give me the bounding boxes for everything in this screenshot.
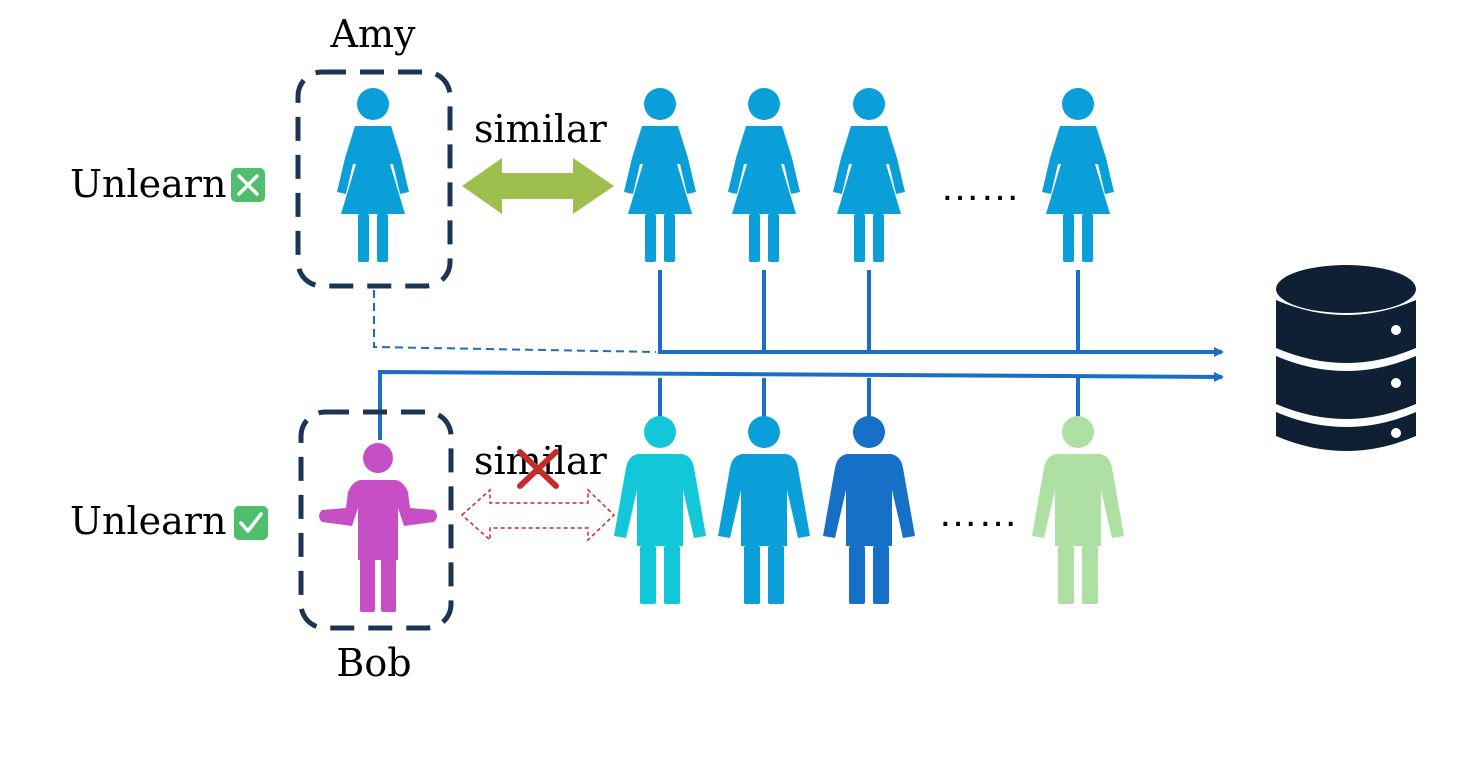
amy-figure bbox=[337, 88, 409, 262]
similar-double-arrow bbox=[462, 158, 614, 214]
person-figure-3 bbox=[823, 416, 915, 604]
bob-dashed-box bbox=[298, 409, 454, 631]
cross-mark-badge-icon bbox=[231, 168, 265, 202]
bob-figure bbox=[319, 443, 437, 612]
woman-figure-2 bbox=[728, 88, 800, 262]
bob-label: Bob bbox=[336, 641, 411, 685]
ellipsis-top: …… bbox=[940, 165, 1020, 209]
person-figure-1 bbox=[614, 416, 706, 604]
top-connectors bbox=[658, 270, 1224, 357]
person-figure-2 bbox=[718, 416, 810, 604]
ellipsis-bottom: …… bbox=[938, 491, 1018, 535]
dissimilar-double-arrow bbox=[460, 488, 616, 542]
woman-figure-4 bbox=[1042, 88, 1114, 262]
bottom-connectors bbox=[378, 369, 1224, 440]
unlearn-top-label: Unlearn bbox=[70, 162, 226, 206]
woman-figure-3 bbox=[833, 88, 905, 262]
similar-top-label: similar bbox=[474, 107, 608, 151]
amy-dashed-link bbox=[373, 290, 657, 353]
check-mark-badge-icon bbox=[234, 506, 268, 540]
woman-figure-1 bbox=[624, 88, 696, 262]
unlearn-bottom-label: Unlearn bbox=[70, 499, 226, 543]
database-icon bbox=[1276, 265, 1416, 451]
person-figure-4 bbox=[1032, 416, 1124, 604]
amy-dashed-box bbox=[295, 69, 453, 289]
amy-label: Amy bbox=[330, 12, 416, 56]
cross-mark-icon bbox=[517, 449, 559, 489]
similar-bottom-label: similar bbox=[474, 439, 608, 483]
